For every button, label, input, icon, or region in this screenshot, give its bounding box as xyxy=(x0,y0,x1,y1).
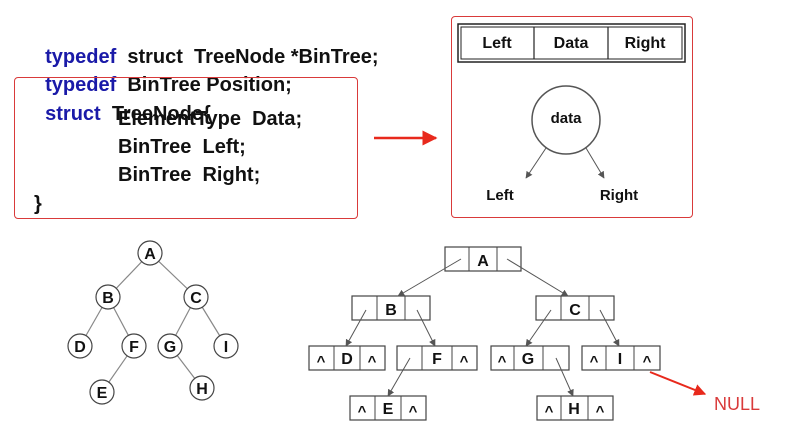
linked-node-label: F xyxy=(432,351,442,368)
field-data: Data xyxy=(554,35,589,52)
struct-diagram-frame xyxy=(451,16,693,218)
tree-node-label: E xyxy=(97,385,108,402)
linked-node-G: ^ G xyxy=(490,345,570,371)
linked-node-C: C xyxy=(535,295,615,321)
tree-node-C: C xyxy=(183,284,209,310)
tree-node-label: I xyxy=(224,339,228,356)
field-left: Left xyxy=(482,35,512,52)
keyword-typedef: typedef xyxy=(45,46,117,68)
right-pointer-label: Right xyxy=(600,187,638,204)
tree-node-label: H xyxy=(196,381,208,398)
tree-node-E: E xyxy=(89,379,115,405)
binary-tree xyxy=(79,252,227,393)
tree-node-label: C xyxy=(190,290,202,307)
code-text: struct TreeNode *BinTree; xyxy=(116,46,379,68)
tree-node-label: G xyxy=(164,339,176,356)
tree-node-label: A xyxy=(144,246,156,263)
data-left-arrow xyxy=(525,147,547,179)
keyword-typedef: typedef xyxy=(45,74,117,96)
null-marker: ^ xyxy=(368,353,377,370)
tree-node-G: G xyxy=(157,333,183,359)
linked-node-label: E xyxy=(383,401,394,418)
field-right: Right xyxy=(625,35,667,52)
field-table: Left Data Right xyxy=(457,23,686,63)
tree-node-F: F xyxy=(121,333,147,359)
null-marker: ^ xyxy=(590,353,599,370)
code-line-4: ElementType Data; xyxy=(118,108,303,130)
data-right-arrow xyxy=(585,147,605,179)
linked-tree-pointers xyxy=(345,258,620,397)
code-line-2: typedef BinTree Position; xyxy=(34,52,292,96)
linked-node-F: F ^ xyxy=(396,345,478,371)
code-line-6: BinTree Right; xyxy=(118,164,261,186)
tree-node-H: H xyxy=(189,375,215,401)
null-label: NULL xyxy=(714,394,760,414)
struct-definition-frame xyxy=(14,77,358,219)
data-node-label: data xyxy=(551,110,583,127)
linked-node-label: B xyxy=(385,302,397,319)
data-node: data xyxy=(531,85,601,155)
code-line-7: } xyxy=(34,193,42,215)
tree-node-A: A xyxy=(137,240,163,266)
tree-node-label: D xyxy=(74,339,86,356)
linked-node-label: C xyxy=(569,302,581,319)
null-marker: ^ xyxy=(409,403,418,420)
null-arrow xyxy=(649,371,707,396)
tree-node-I: I xyxy=(213,333,239,359)
linked-node-label: G xyxy=(522,351,534,368)
left-pointer-label: Left xyxy=(486,187,514,204)
linked-node-I: ^ I ^ xyxy=(581,345,661,371)
code-text: TreeNode{ xyxy=(100,103,211,125)
tree-node-D: D xyxy=(67,333,93,359)
linked-node-D: ^ D ^ xyxy=(308,345,386,371)
linked-node-B: B xyxy=(351,295,431,321)
linked-node-label: D xyxy=(341,351,353,368)
code-text: BinTree Position; xyxy=(116,74,292,96)
linked-node-H: ^ H ^ xyxy=(536,395,614,421)
tree-node-label: F xyxy=(129,339,139,356)
code-line-5: BinTree Left; xyxy=(118,136,246,158)
null-marker: ^ xyxy=(545,403,554,420)
tree-node-label: B xyxy=(102,290,114,307)
linked-node-label: A xyxy=(477,253,489,270)
tree-node-B: B xyxy=(95,284,121,310)
linked-node-E: ^ E ^ xyxy=(349,395,427,421)
null-marker: ^ xyxy=(358,403,367,420)
linked-node-label: I xyxy=(618,351,622,368)
linked-node-A: A xyxy=(444,246,522,272)
null-marker: ^ xyxy=(498,353,507,370)
linked-node-label: H xyxy=(568,401,580,418)
code-line-1: typedef struct TreeNode *BinTree; xyxy=(34,24,379,68)
keyword-struct: struct xyxy=(45,103,101,125)
null-marker: ^ xyxy=(317,353,326,370)
null-marker: ^ xyxy=(643,353,652,370)
null-marker: ^ xyxy=(460,353,469,370)
code-line-3: struct TreeNode{ xyxy=(34,81,211,125)
null-marker: ^ xyxy=(596,403,605,420)
